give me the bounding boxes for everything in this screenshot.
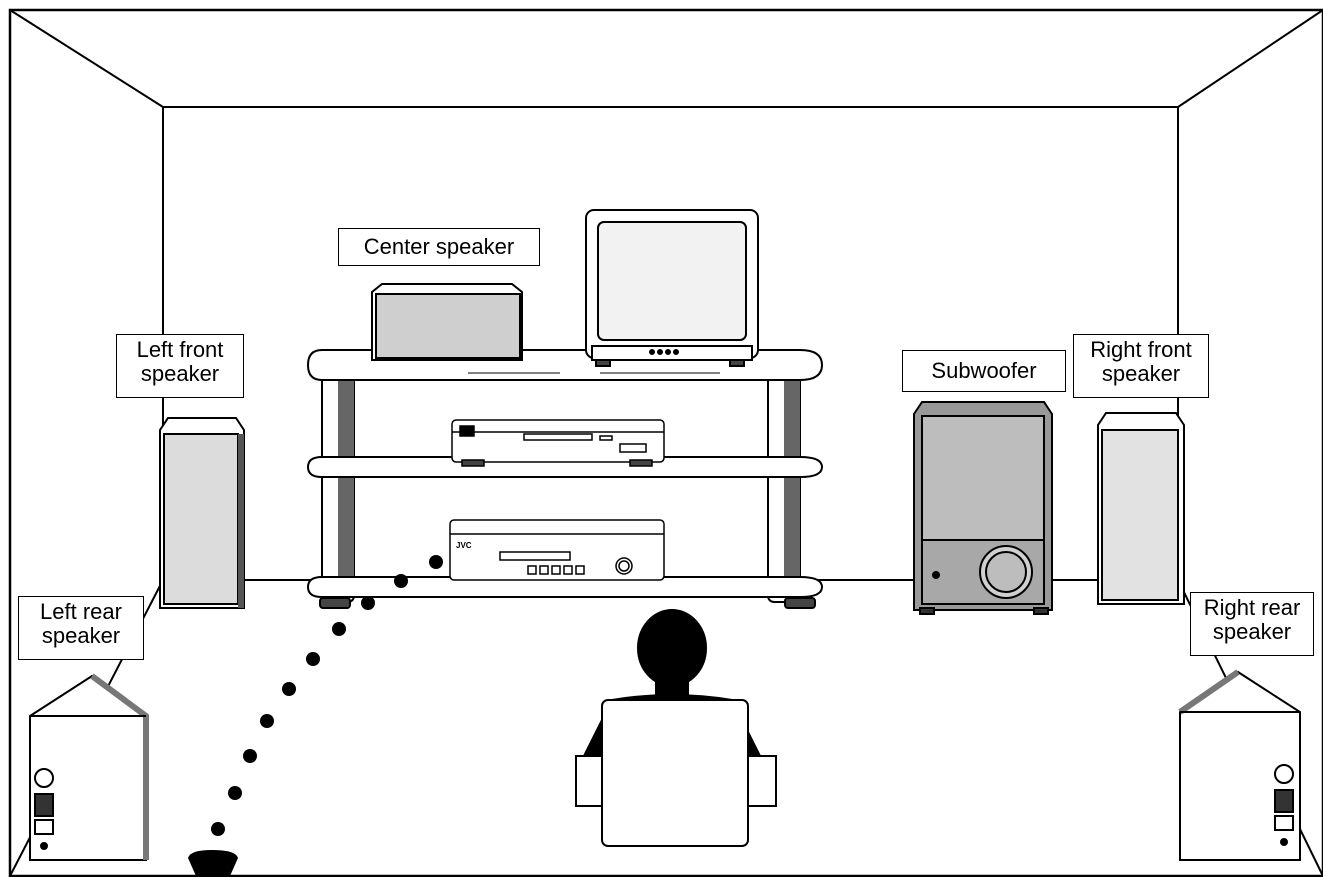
right-rear-speaker-icon xyxy=(1178,669,1301,861)
right-front-speaker-label: Right front speaker xyxy=(1073,334,1209,398)
receiver-brand-logo: JVC xyxy=(456,541,472,550)
center-speaker-icon xyxy=(371,283,523,361)
av-rack xyxy=(306,349,824,609)
listener-in-chair-icon xyxy=(575,609,777,847)
dvd-player-icon xyxy=(451,419,665,467)
television-icon xyxy=(585,209,759,367)
left-front-speaker-label: Left front speaker xyxy=(116,334,244,398)
right-front-speaker-icon xyxy=(1097,412,1185,605)
av-receiver-icon: JVC xyxy=(449,519,665,581)
floor-connector-icon xyxy=(188,850,238,876)
dotted-wire-path xyxy=(211,555,443,836)
center-speaker-label: Center speaker xyxy=(338,228,540,266)
left-front-speaker-icon xyxy=(159,417,245,609)
subwoofer-label: Subwoofer xyxy=(902,350,1066,392)
left-rear-speaker-icon xyxy=(29,673,149,861)
right-rear-speaker-label: Right rear speaker xyxy=(1190,592,1314,656)
subwoofer-icon xyxy=(913,401,1053,615)
left-rear-speaker-label: Left rear speaker xyxy=(18,596,144,660)
